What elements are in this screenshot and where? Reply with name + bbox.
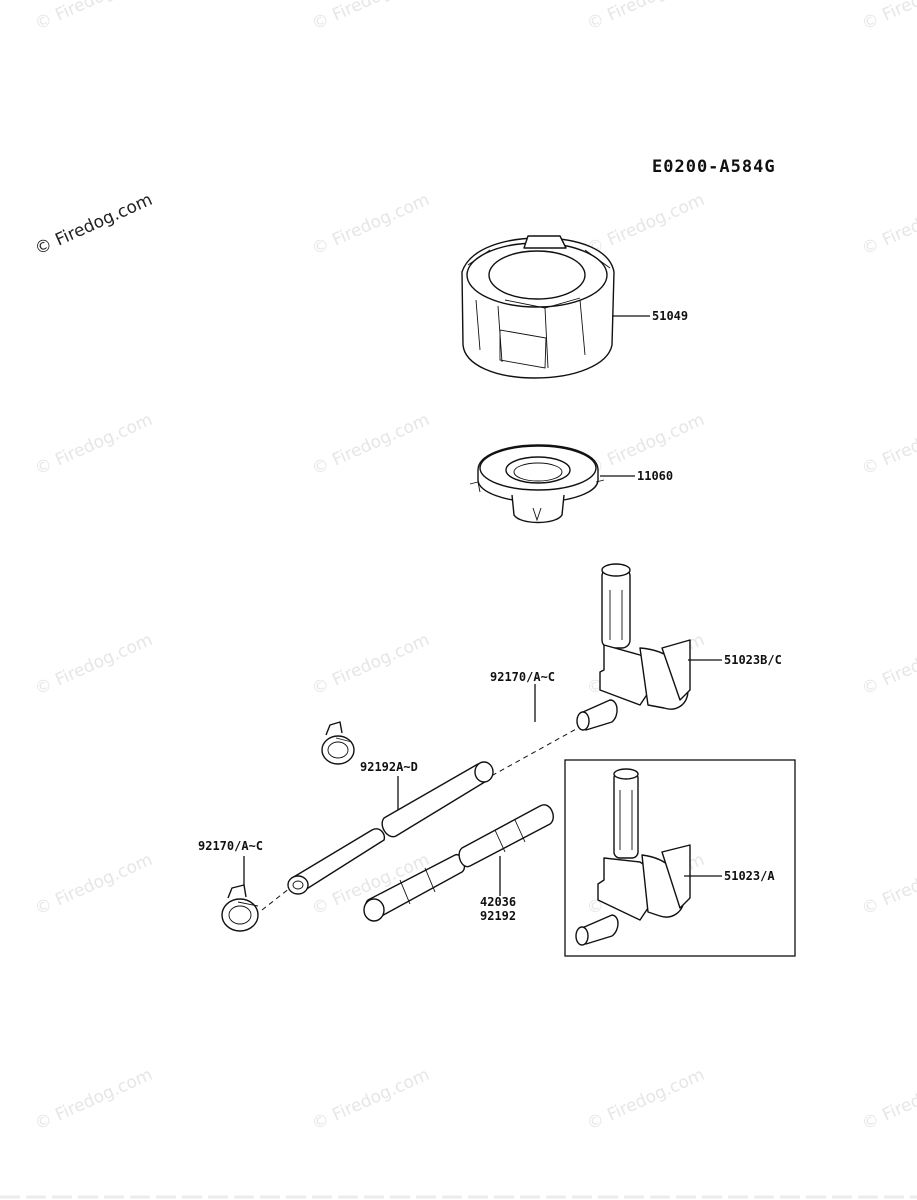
watermark-text: © Firedog.com [32,0,156,35]
watermark-text: © Firedog.com [32,410,156,480]
label-gasket: 11060 [637,469,673,483]
watermark-primary: © Firedog.com [32,190,156,260]
watermark-text: © Firedog.com [584,190,708,260]
hose-long-part [287,761,494,895]
fuel-valve-bc-part [576,563,691,731]
connector-upper-hose [483,727,579,781]
diagram-code: E0200-A584G [652,157,776,177]
watermark-text: © Firedog.com [859,410,917,480]
watermark-text: © Firedog.com [309,0,433,35]
fuel-cap-part [461,235,615,379]
label-cap: 51049 [652,309,688,323]
watermark-text: © Firedog.com [859,850,917,920]
label-hose-short-2: 92192 [480,909,516,923]
hose-short-part [363,804,554,922]
gasket-part [469,444,605,524]
label-hose-short-1: 42036 [480,895,516,909]
label-valve-a: 51023/A [724,869,775,883]
watermark-text: © Firedog.com [584,0,708,35]
fuel-valve-a-part [575,768,691,946]
watermark-text: © Firedog.com [32,850,156,920]
watermark-text: © Firedog.com [32,1065,156,1135]
watermark-text: © Firedog.com [309,1065,433,1135]
watermark-text: © Firedog.com [859,0,917,35]
watermark-text: © Firedog.com [859,190,917,260]
watermark-text: © Firedog.com [32,630,156,700]
watermark-text: © Firedog.com [859,1065,917,1135]
label-hose-long: 92192A~D [360,760,418,774]
watermark-text: © Firedog.com [309,190,433,260]
watermark-grid: © Firedog.com © Firedog.com © Firedog.com ©… [32,0,917,1135]
label-clamp-lower: 92170/A~C [198,839,263,853]
watermark-text: © Firedog.com [309,410,433,480]
label-clamp-upper: 92170/A~C [490,670,555,684]
watermark-text: © Firedog.com [309,630,433,700]
watermark-text: © Firedog.com [584,1065,708,1135]
clamp-lower-part [221,884,259,932]
connector-lower-hose [261,887,291,911]
clamp-upper-part [321,721,355,765]
valve-a-box [564,759,796,957]
label-valve-bc: 51023B/C [724,653,782,667]
watermark-text: © Firedog.com [859,630,917,700]
